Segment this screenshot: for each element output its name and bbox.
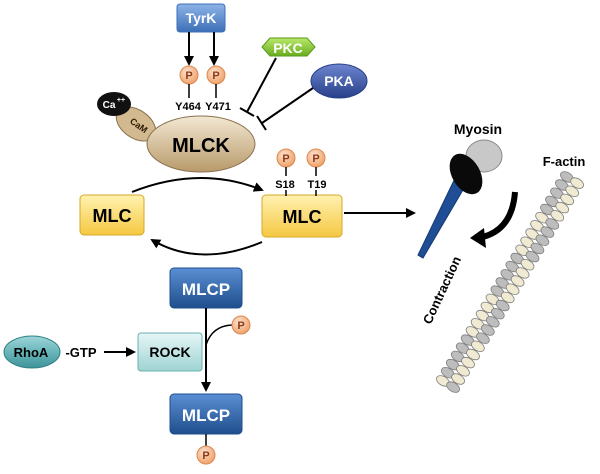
svg-text:P: P — [212, 70, 219, 82]
actin-monomer — [570, 177, 584, 189]
actin-monomer — [480, 324, 495, 336]
actin-monomer — [515, 267, 530, 279]
rock-node: ROCK — [137, 332, 203, 372]
myosin-motor — [417, 139, 518, 259]
actin-monomer — [550, 210, 565, 222]
pkc-node: PKC — [261, 37, 316, 57]
pka-node: PKA — [310, 63, 368, 99]
actin-monomer — [535, 234, 550, 246]
actin-monomer — [555, 201, 570, 214]
mlcp-bottom-label: MLCP — [182, 406, 230, 425]
myosin-label: Myosin — [454, 121, 502, 137]
mlc-right-node: MLC — [261, 194, 343, 238]
actin-monomer — [565, 185, 580, 197]
mlc-left-node: MLC — [79, 194, 145, 236]
actin-monomer — [525, 250, 540, 263]
rhoa-label: RhoA — [14, 345, 49, 360]
y471-label: Y471 — [205, 101, 231, 113]
actin-monomer — [490, 308, 505, 320]
actin-monomer — [520, 259, 535, 271]
pkc-label: PKC — [273, 40, 303, 56]
phospho-rock: P — [231, 315, 251, 335]
actin-monomer — [476, 332, 490, 344]
svg-text:P: P — [312, 153, 319, 165]
phospho-y464: P Y464 — [175, 65, 202, 113]
mlcp-top-label: MLCP — [182, 280, 230, 299]
rock-phospho-curve — [205, 324, 233, 346]
actin-monomer — [446, 381, 460, 393]
s18-label: S18 — [275, 179, 295, 191]
ca-charge: ++ — [117, 97, 125, 104]
phospho-y471: P Y471 — [205, 65, 231, 113]
dephosphorylation-arrow — [150, 238, 263, 256]
mlck-label: MLCK — [172, 135, 230, 157]
contraction-label: Contraction — [420, 254, 464, 326]
phospho-t19: P T19 — [306, 148, 327, 196]
actin-monomer — [451, 373, 465, 385]
svg-text:P: P — [185, 70, 192, 82]
actin-monomer — [545, 218, 560, 230]
mlc-right-label: MLC — [283, 207, 322, 227]
actin-monomer — [560, 193, 575, 206]
rock-label: ROCK — [149, 344, 190, 360]
actin-monomer — [466, 348, 480, 361]
actin-monomer — [461, 356, 475, 369]
tyrk-node: TyrK — [176, 3, 226, 33]
pka-inhibition — [256, 87, 314, 131]
mlcp-bottom-node: MLCP — [169, 393, 243, 435]
factin-label: F-actin — [543, 154, 586, 169]
ca-node: Ca ++ — [97, 92, 131, 116]
factin-filament — [436, 171, 584, 393]
phosphorylation-arrow — [131, 177, 264, 193]
pka-label: PKA — [324, 73, 354, 89]
tyrk-label: TyrK — [186, 10, 217, 26]
svg-text:P: P — [202, 450, 209, 462]
mlck-node: MLCK — [146, 115, 256, 173]
ca-label: Ca — [103, 100, 116, 111]
svg-text:P: P — [237, 320, 244, 332]
cam-node: CaM — [115, 106, 157, 142]
actin-monomer — [530, 242, 545, 255]
actin-monomer — [500, 291, 515, 304]
mlcp-top-node: MLCP — [169, 267, 243, 309]
gtp-label: -GTP — [65, 345, 96, 360]
y464-label: Y464 — [175, 101, 202, 113]
mlc-left-label: MLC — [93, 206, 132, 226]
actin-monomer — [505, 283, 520, 295]
rhoa-gtp-node: RhoA -GTP — [3, 335, 97, 369]
actin-monomer — [471, 340, 485, 352]
actin-monomer — [456, 365, 470, 377]
actin-monomer — [485, 316, 500, 328]
t19-label: T19 — [308, 179, 327, 191]
actin-monomer — [540, 226, 555, 238]
svg-text:P: P — [282, 153, 289, 165]
actin-monomer — [510, 275, 525, 287]
actin-monomer — [495, 299, 510, 312]
phospho-s18: P S18 — [275, 148, 296, 196]
pkc-inhibition — [239, 57, 277, 117]
phospho-mlcp: P — [196, 434, 216, 465]
